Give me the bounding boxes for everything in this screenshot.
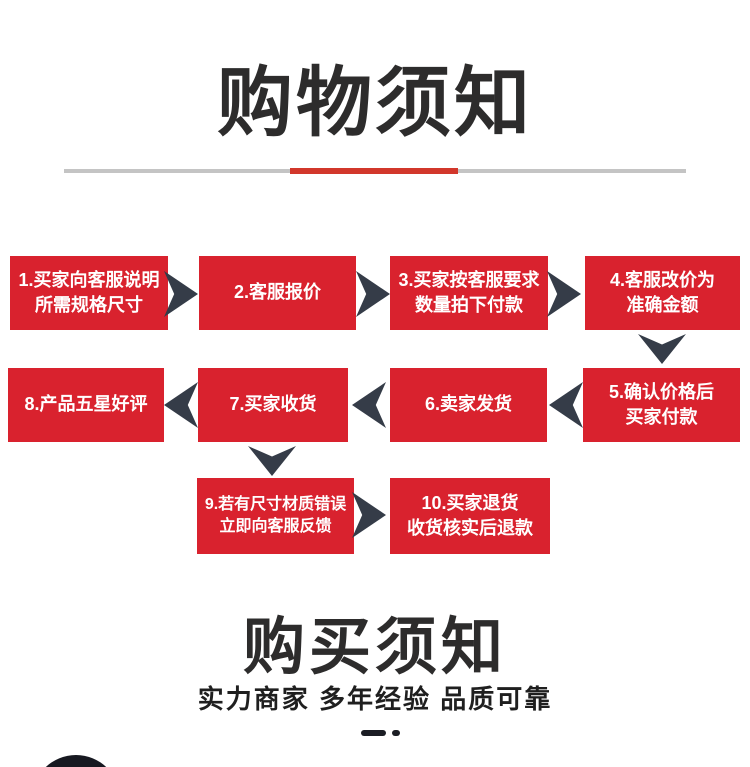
arrow-left-icon [549, 382, 583, 428]
arrow-right-icon [547, 271, 581, 317]
flow-step-9: 9.若有尺寸材质错误 立即向客服反馈 [197, 478, 354, 554]
flow-step-2: 2.客服报价 [199, 256, 356, 330]
arrow-down-icon [638, 334, 686, 364]
footer-dot-mark [392, 730, 400, 736]
arrow-left-icon [164, 382, 198, 428]
flow-step-1: 1.买家向客服说明 所需规格尺寸 [10, 256, 168, 330]
flow-step-10: 10.买家退货 收货核实后退款 [390, 478, 550, 554]
purchase-notice-subtitle: 实力商家 多年经验 品质可靠 [197, 683, 553, 714]
arrow-right-icon [356, 271, 390, 317]
flow-step-3: 3.买家按客服要求 数量拍下付款 [390, 256, 548, 330]
flow-step-8: 8.产品五星好评 [8, 368, 164, 442]
arrow-right-icon [352, 492, 386, 538]
arrow-left-icon [352, 382, 386, 428]
footer-dash-mark [361, 730, 386, 736]
flow-step-7: 7.买家收货 [198, 368, 348, 442]
page-title: 购物须知 [217, 61, 533, 146]
bottom-left-circle-decoration [32, 755, 120, 767]
arrow-right-icon [164, 271, 198, 317]
flow-step-5: 5.确认价格后 买家付款 [583, 368, 740, 442]
flow-step-6: 6.卖家发货 [390, 368, 547, 442]
purchase-notice-title: 购买须知 [242, 613, 507, 682]
flow-step-4: 4.客服改价为 准确金额 [585, 256, 740, 330]
title-divider-accent [290, 168, 458, 174]
arrow-down-icon [248, 446, 296, 476]
